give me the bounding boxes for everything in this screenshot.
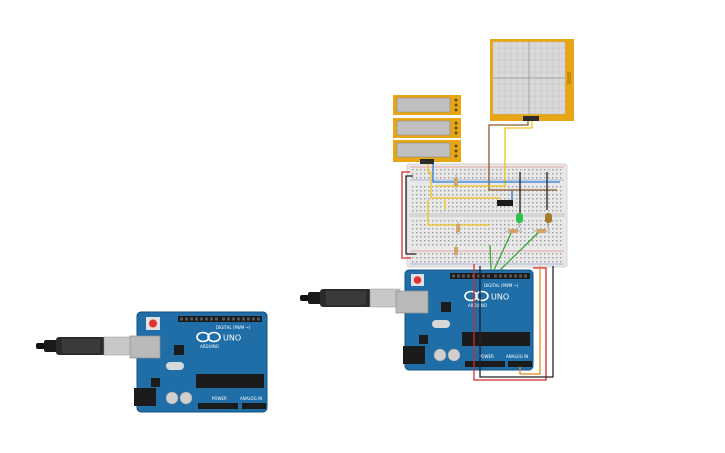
resistor[interactable] [533,229,550,233]
led-green[interactable] [516,213,523,228]
wire-red[interactable] [401,171,411,259]
ic-chip[interactable] [497,200,513,206]
brand-label: ARDUINO [200,344,219,349]
led-amber[interactable] [545,213,552,228]
capacitor [433,348,447,362]
slider-module-2[interactable] [393,118,461,138]
capacitor [165,391,179,405]
crystal [432,320,450,328]
power-label: POWER [212,396,227,401]
crystal [166,362,184,370]
power-header [198,403,238,409]
usb-cable-left[interactable] [36,336,133,356]
resistor[interactable] [454,174,458,190]
wire-yellow[interactable] [427,164,500,199]
wire-red[interactable] [473,264,547,381]
digital-header [178,316,262,322]
atmega-chip [196,374,264,388]
wire-green[interactable] [499,230,541,271]
wire-yellow[interactable] [435,121,533,187]
regulator [419,335,428,344]
brand-label: ARDUINO [468,303,487,308]
power-jack [403,346,425,364]
arduino-uno-left[interactable]: DIGITAL (PWM ~) UNO ARDUINO POWER ANALOG… [129,311,268,413]
wire-black[interactable] [405,175,416,255]
uno-label: UNO [491,293,509,302]
usb-chip [174,345,184,355]
uno-label: UNO [223,334,241,343]
wire-orange[interactable] [519,266,541,375]
usb-chip [441,302,451,312]
digital-label: DIGITAL (PWM ~) [484,283,519,288]
capacitor [179,391,193,405]
resistor[interactable] [505,229,522,233]
usb-cable-right[interactable] [300,288,401,308]
resistor[interactable] [454,245,458,258]
wire-black[interactable] [479,266,554,378]
analog-label: ANALOG IN [506,354,528,359]
power-label: POWER [479,354,494,359]
wire-green[interactable] [493,230,513,271]
graph-display-module[interactable] [490,39,574,121]
usb-jack [129,335,161,359]
slider-module-1[interactable] [393,95,461,115]
analog-header [508,361,532,367]
digital-label: DIGITAL (PWM ~) [216,325,251,330]
capacitor [447,348,461,362]
arduino-uno-right[interactable]: DIGITAL (PWM ~) UNO ARDUINO POWER ANALOG… [395,269,534,371]
wire-yellow[interactable] [427,200,490,226]
wire-blue[interactable] [432,164,560,183]
usb-jack [395,290,429,314]
resistor[interactable] [456,222,460,235]
arduino-logo [464,290,489,302]
resistors [454,174,550,258]
analog-header [242,403,266,409]
wire-green[interactable] [489,244,492,271]
regulator [151,378,160,387]
arduino-logo [196,331,221,343]
slider-module-3[interactable] [393,140,461,164]
analog-label: ANALOG IN [240,396,262,401]
atmega-chip [462,332,530,346]
power-header [465,361,505,367]
wires [401,121,560,381]
power-jack [134,388,156,406]
